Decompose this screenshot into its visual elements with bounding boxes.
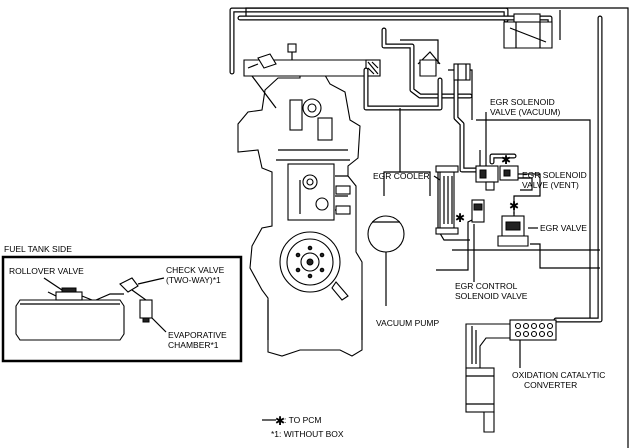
oxidation-catalytic-converter [465,319,557,433]
label-egr-cooler: EGR COOLER [373,171,430,181]
egr-solenoid-vent: ✱ [499,153,519,181]
label-evaporative-chamber: EVAPORATIVE CHAMBER*1 [168,330,227,350]
svg-text:✱: ✱ [501,153,511,167]
label-check-valve: CHECK VALVE (TWO-WAY)*1 [166,265,225,285]
intake-pipe [243,43,381,109]
label-egr-solenoid-vent: EGR SOLENOID VALVE (VENT) [522,170,587,190]
svg-text:✱: ✱ [275,414,285,428]
leader-lines [43,112,538,368]
egr-control-solenoid: ✱ [455,199,485,225]
legend-to-pcm: : TO PCM [284,415,322,425]
engine-block [237,61,363,357]
label-vacuum-pump: VACUUM PUMP [376,318,440,328]
egr-valve: ✱ [497,199,529,247]
fuel-tank-box [1,255,243,363]
to-pcm-symbol: ✱ [262,414,285,428]
label-rollover-valve: ROLLOVER VALVE [9,266,84,276]
top-fittings [419,59,471,81]
vacuum-pump [367,215,405,300]
label-oxidation-catalytic: OXIDATION CATALYTIC CONVERTER [512,370,606,390]
egr-resonator [503,13,553,49]
label-egr-solenoid-vacuum: EGR SOLENOID VALVE (VACUUM) [490,97,561,117]
svg-text:✱: ✱ [455,211,465,225]
label-fuel-tank-side: FUEL TANK SIDE [4,244,72,254]
egr-cooler [435,165,459,235]
egr-solenoid-vacuum [475,165,499,191]
legend-without-box: *1: WITHOUT BOX [271,429,344,439]
label-egr-valve: EGR VALVE [540,223,587,233]
label-egr-control-solenoid: EGR CONTROL SOLENOID VALVE [455,281,528,301]
svg-text:✱: ✱ [509,199,519,213]
